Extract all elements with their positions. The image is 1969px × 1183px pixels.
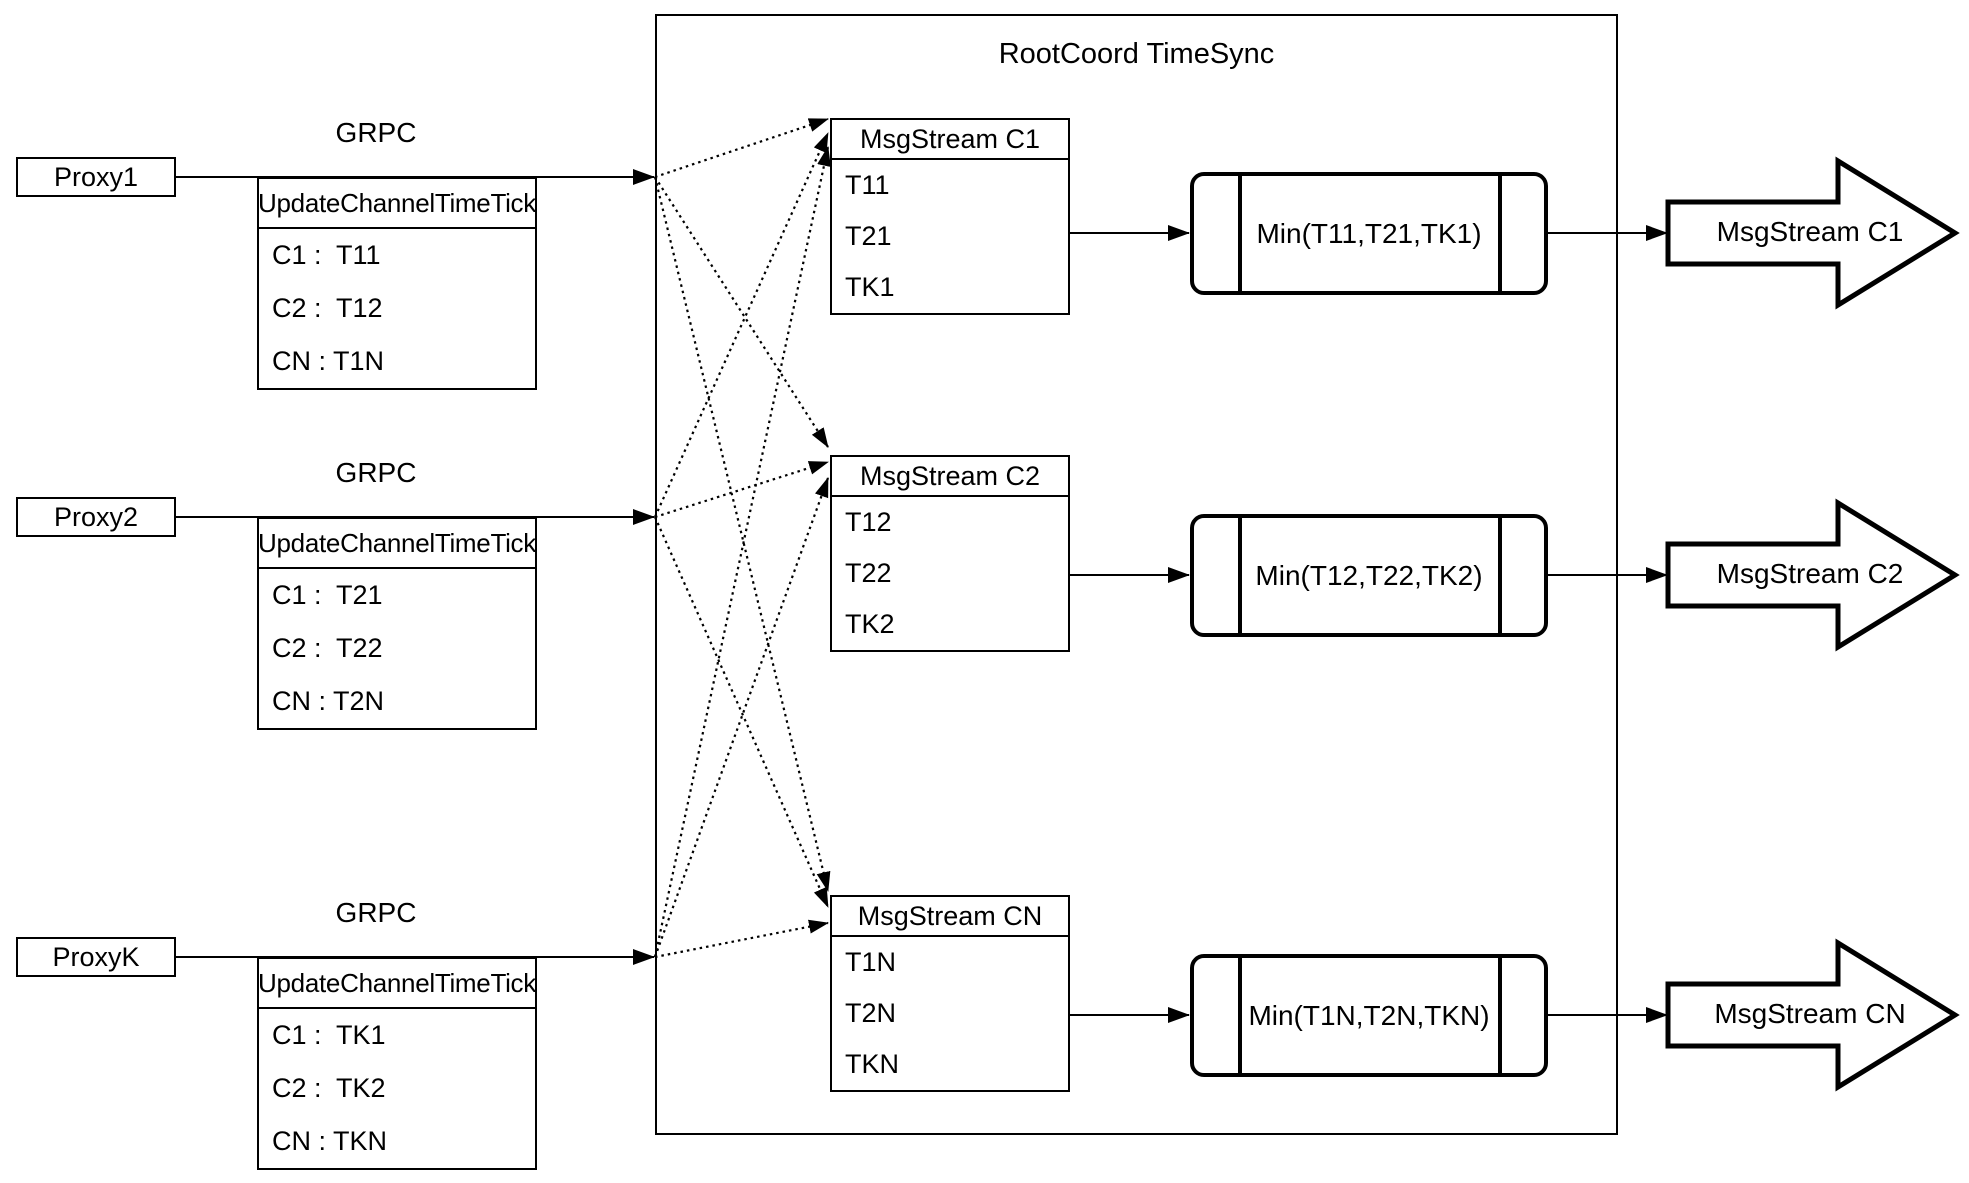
table-row: C1 : TK1 xyxy=(272,1020,386,1050)
output-arrow-shape-cn xyxy=(1665,938,1960,1092)
stream-row: T2N xyxy=(845,998,897,1028)
update-timetick-table-3: UpdateChannelTimeTick C1 : TK1 C2 : TK2 … xyxy=(257,957,537,1170)
sync-edge-p2-c1 xyxy=(653,132,830,518)
proxy1-box: Proxy1 xyxy=(16,157,176,197)
stream-header: MsgStream CN xyxy=(832,897,1068,937)
min-box-right-divider xyxy=(1498,176,1502,291)
stream-row: TK1 xyxy=(845,272,895,302)
grpc-label-2: GRPC xyxy=(335,457,417,488)
output-arrow-label-cn: MsgStream CN xyxy=(1714,998,1906,1029)
table-row: CN : TKN xyxy=(272,1126,388,1156)
sync-edge-p1-cn xyxy=(653,176,831,892)
output-arrow-label-c1: MsgStream C1 xyxy=(1716,216,1904,247)
min-box-cn: Min(T1N,T2N,TKN) xyxy=(1190,954,1548,1077)
sync-edge-p2-cn xyxy=(653,516,830,908)
output-arrow-shape-c1 xyxy=(1665,156,1960,310)
stream-row: T22 xyxy=(845,558,892,588)
sync-edge-p1-c1 xyxy=(654,117,829,179)
rootcoord-title: RootCoord TimeSync xyxy=(998,38,1275,70)
min-label: Min(T12,T22,TK2) xyxy=(1255,559,1483,591)
sync-edge-pk-c2 xyxy=(653,477,830,958)
grpc-label-1: GRPC xyxy=(335,117,417,148)
sync-edge-pk-c1 xyxy=(653,146,831,958)
stream-row: TK2 xyxy=(845,609,895,639)
update-timetick-table-1: UpdateChannelTimeTick C1 : T11 C2 : T12 … xyxy=(257,177,537,390)
stream-header: MsgStream C1 xyxy=(832,120,1068,160)
table-row: C2 : TK2 xyxy=(272,1073,386,1103)
min-box-right-divider xyxy=(1498,958,1502,1073)
output-arrow-label-c2: MsgStream C2 xyxy=(1716,558,1904,589)
output-arrow-shape-c2 xyxy=(1665,498,1960,652)
min-box-c2: Min(T12,T22,TK2) xyxy=(1190,514,1548,637)
table-row: C2 : T22 xyxy=(272,633,383,663)
proxy1-label: Proxy1 xyxy=(53,161,139,192)
table-row: C1 : T11 xyxy=(272,240,381,270)
sync-edge-p2-c2 xyxy=(654,460,829,519)
stream-row: T12 xyxy=(845,507,892,537)
sync-edge-p1-c2 xyxy=(654,176,829,448)
msgstream-table-c1: MsgStream C1 T11 T21 TK1 xyxy=(830,118,1070,315)
stream-row: T1N xyxy=(845,947,897,977)
table-row: CN : T2N xyxy=(272,686,385,716)
stream-row: TKN xyxy=(845,1049,899,1079)
table-header: UpdateChannelTimeTick xyxy=(258,519,536,569)
min-box-left-divider xyxy=(1238,518,1242,633)
min-box-left-divider xyxy=(1238,958,1242,1073)
min-box-c1: Min(T11,T21,TK1) xyxy=(1190,172,1548,295)
stream-row: T11 xyxy=(845,170,890,200)
table-header: UpdateChannelTimeTick xyxy=(258,179,536,229)
grpc-label-3: GRPC xyxy=(335,897,417,928)
table-row: C1 : T21 xyxy=(272,580,383,610)
proxy2-box: Proxy2 xyxy=(16,497,176,537)
table-row: CN : T1N xyxy=(272,346,385,376)
proxyk-label: ProxyK xyxy=(52,941,140,972)
stream-header: MsgStream C2 xyxy=(832,457,1068,497)
msgstream-table-c2: MsgStream C2 T12 T22 TK2 xyxy=(830,455,1070,652)
proxyk-box: ProxyK xyxy=(16,937,176,977)
proxy2-label: Proxy2 xyxy=(53,501,139,532)
stream-row: T21 xyxy=(845,221,892,251)
table-header: UpdateChannelTimeTick xyxy=(258,959,536,1009)
table-row: C2 : T12 xyxy=(272,293,383,323)
update-timetick-table-2: UpdateChannelTimeTick C1 : T21 C2 : T22 … xyxy=(257,517,537,730)
sync-edge-pk-cn xyxy=(654,919,829,959)
msgstream-table-cn: MsgStream CN T1N T2N TKN xyxy=(830,895,1070,1092)
min-box-left-divider xyxy=(1238,176,1242,291)
min-box-right-divider xyxy=(1498,518,1502,633)
min-label: Min(T1N,T2N,TKN) xyxy=(1248,999,1490,1031)
min-label: Min(T11,T21,TK1) xyxy=(1256,217,1482,249)
